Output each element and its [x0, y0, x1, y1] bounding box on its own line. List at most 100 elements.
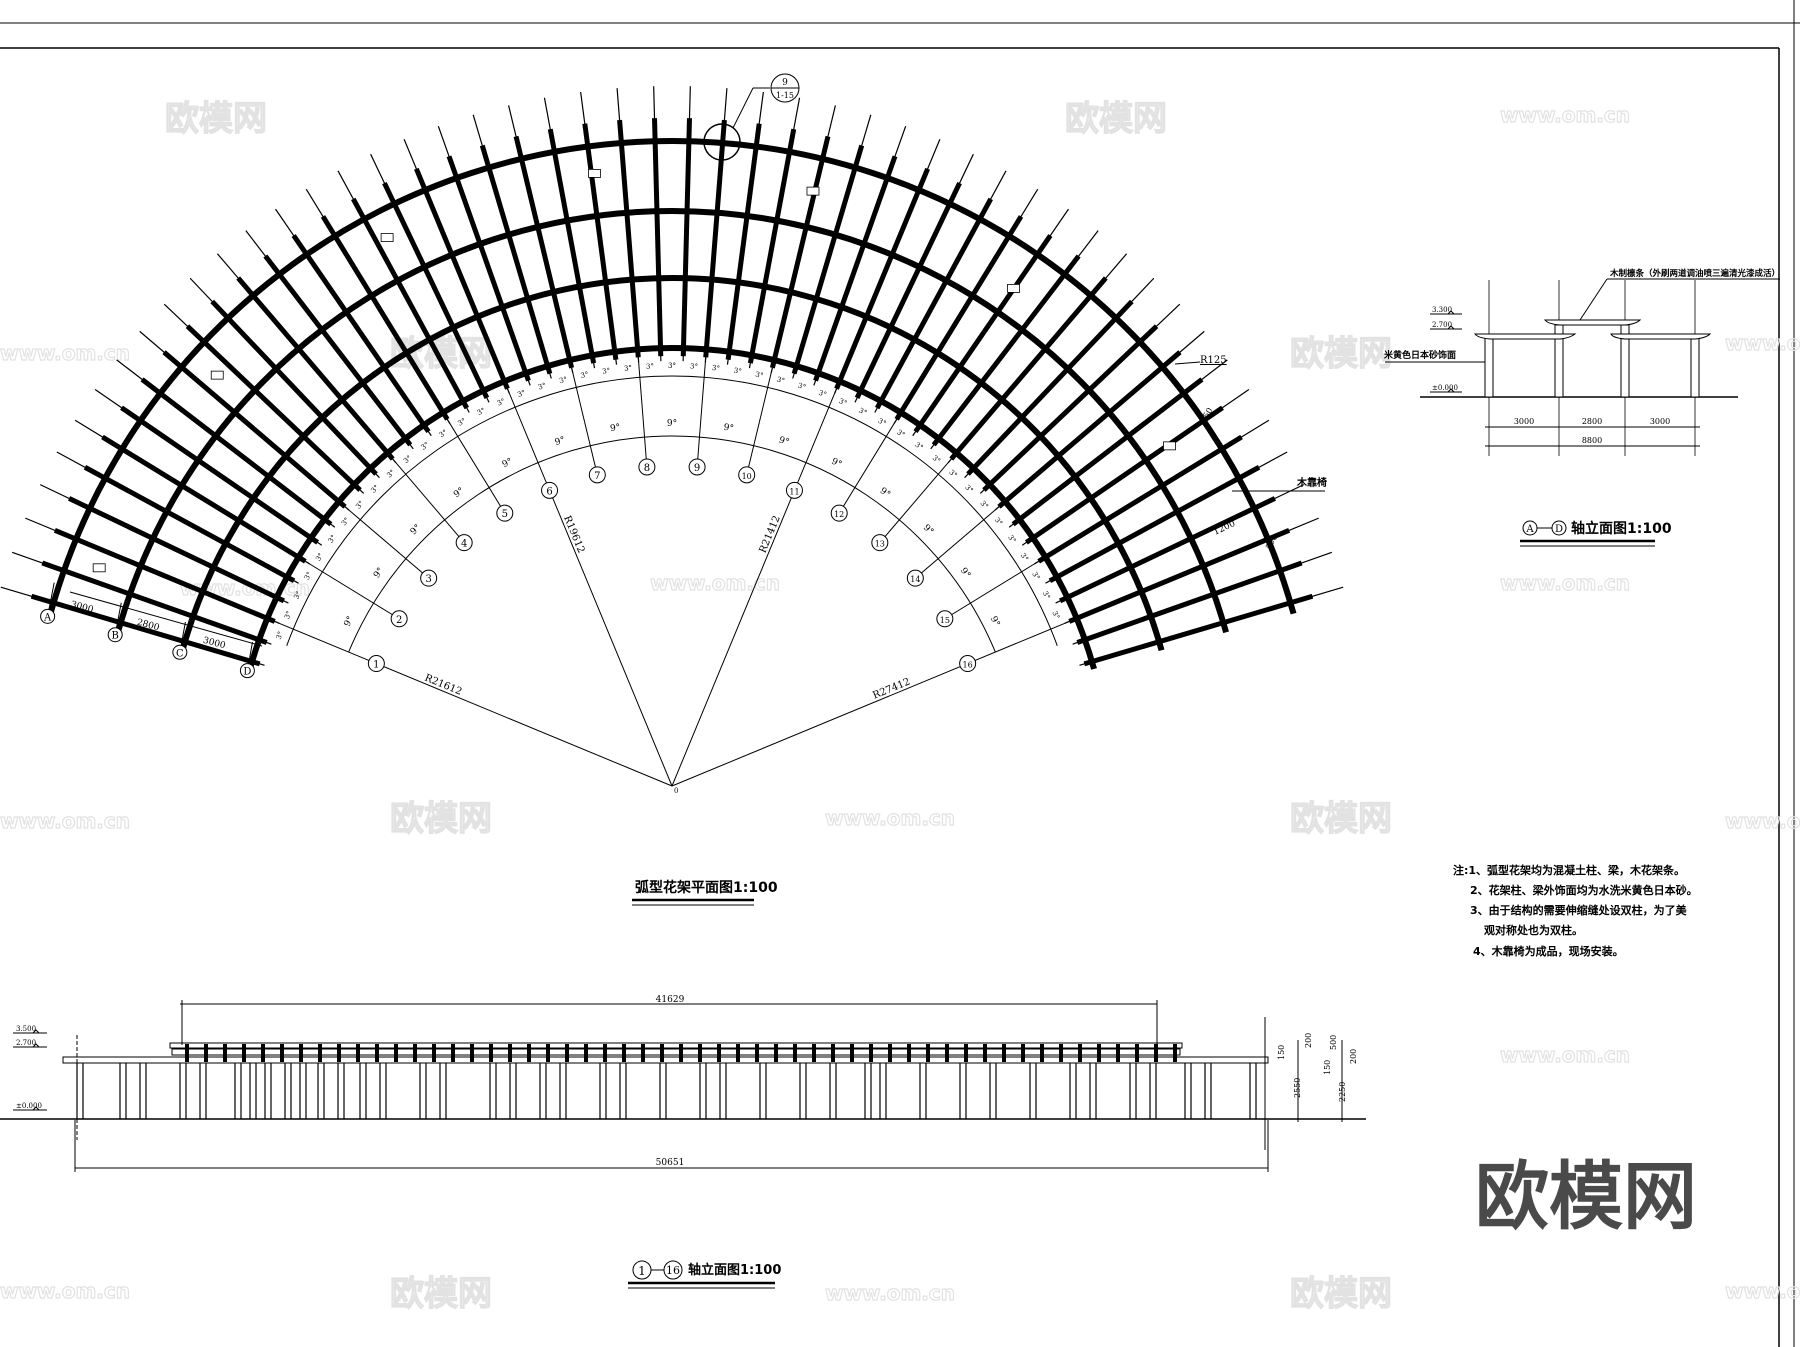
- purlin-end: [964, 1044, 968, 1062]
- elevation-a-d: 木制檩条（外刷两道调油喷三遍清光漆成活）米黄色日本砂饰面3.3002.700±0…: [1383, 268, 1780, 456]
- bench: [1163, 441, 1176, 451]
- column: [1554, 337, 1564, 398]
- watermark-logo: 欧模网: [390, 1274, 492, 1314]
- watermark-logo: 欧模网: [390, 799, 492, 839]
- ring-axis-label-A: A: [43, 612, 52, 623]
- bench: [588, 168, 601, 178]
- rafter: [120, 405, 320, 545]
- angle-label-9: 9°: [958, 566, 972, 580]
- ring-axis-circle-D: [239, 663, 255, 679]
- watermark-url: www.om.cn: [0, 809, 130, 833]
- axis-circle-14: [906, 569, 924, 587]
- plan-title-text: 弧型花架平面图1:100: [635, 879, 778, 896]
- angle-label-3: 3°: [420, 441, 431, 452]
- radius-label: R21612: [423, 673, 464, 698]
- purlin-end: [774, 1044, 778, 1062]
- purlin-end: [185, 1044, 189, 1062]
- purlin-end: [888, 1044, 892, 1062]
- angle-label-3: 3°: [755, 370, 764, 379]
- watermark-logo: 欧模网: [1290, 334, 1392, 374]
- rafter: [479, 144, 553, 375]
- level-label: ±0.000: [1432, 384, 1458, 392]
- purlin-end: [1154, 1044, 1158, 1062]
- axis-label-16: 16: [963, 661, 973, 670]
- angle-label-9: 9°: [409, 523, 423, 537]
- angle-label-3: 3°: [354, 499, 365, 510]
- axis-circle-6: [541, 481, 559, 499]
- purlin-end: [1097, 1044, 1101, 1062]
- purlin-end: [261, 1044, 265, 1062]
- rafter: [949, 276, 1108, 461]
- watermark-url: www.om.cn: [1500, 571, 1630, 595]
- angle-label-3: 3°: [602, 367, 611, 376]
- purlin-end: [375, 1044, 379, 1062]
- level-triangle: [32, 1029, 40, 1034]
- axis-line-1: [256, 613, 673, 787]
- angle-label-9: 9°: [921, 523, 935, 537]
- vert-dim-a: 200: [1304, 1033, 1313, 1048]
- angle-label-3: 3°: [646, 362, 654, 370]
- rafter: [513, 135, 575, 369]
- plan-title: 弧型花架平面图1:100: [632, 879, 778, 906]
- angle-label-9: 9°: [667, 419, 677, 429]
- angle-label-3: 3°: [283, 610, 294, 621]
- upper-beam-2: [171, 1048, 1181, 1056]
- rafter: [236, 276, 395, 461]
- vert-dim-b: 500: [1329, 1035, 1338, 1050]
- level-label: 2.700: [16, 1039, 36, 1047]
- axis-line-11: [671, 370, 845, 787]
- purlin-end: [565, 1044, 569, 1062]
- level-label: 3.500: [16, 1025, 36, 1033]
- bench-label: 木靠椅: [1296, 476, 1327, 489]
- purlin-end: [1002, 1044, 1006, 1062]
- leader-note: 木制檩条（外刷两道调油喷三遍清光漆成活）: [1609, 268, 1780, 279]
- rafter: [30, 593, 261, 667]
- ring-dim-line: [69, 591, 263, 647]
- rafter: [41, 560, 268, 645]
- purlin-end: [755, 1044, 759, 1062]
- rafter: [351, 197, 470, 410]
- leader: [1579, 278, 1608, 321]
- rafter: [1011, 377, 1204, 527]
- rafter: [703, 119, 727, 358]
- axis-line-14: [916, 493, 1015, 578]
- watermark-url: www.om.cn: [650, 571, 780, 595]
- rafter: [210, 299, 378, 476]
- axis-line-6: [499, 370, 673, 787]
- rafter: [834, 167, 930, 390]
- angle-label-3: 3°: [476, 406, 487, 417]
- purlin-end: [1078, 1044, 1082, 1062]
- purlin-end: [546, 1044, 550, 1062]
- upper-beam: [169, 1042, 1183, 1049]
- axis-line-16: [671, 613, 1088, 787]
- axis-label-9: 9: [694, 463, 700, 474]
- dim-label: 3000: [1514, 417, 1534, 426]
- axis-line-15: [946, 550, 1056, 619]
- axis-line-7: [566, 348, 598, 474]
- angle-label-3: 3°: [857, 406, 868, 417]
- purlin-end: [451, 1044, 455, 1062]
- rafter: [547, 128, 597, 364]
- purlin-end: [1135, 1044, 1139, 1062]
- detail-callout-top: 9: [782, 78, 788, 88]
- axis-label-1: 1: [373, 660, 379, 671]
- column: [1484, 337, 1494, 398]
- axis-label-15: 15: [940, 616, 950, 625]
- ring-beam-D: [247, 345, 1097, 670]
- axis-label-5: 5: [502, 509, 508, 520]
- axis-circle-11: [785, 481, 803, 499]
- angle-label-9: 9°: [777, 435, 790, 448]
- beam-upper: [1543, 319, 1642, 326]
- purlin-end: [660, 1044, 664, 1062]
- axis-label: D: [1555, 524, 1563, 535]
- axis-circle-4: [455, 534, 473, 552]
- purlin-end: [603, 1044, 607, 1062]
- watermarks: 欧模网欧模网欧模网欧模网欧模网欧模网欧模网欧模网www.om.cnwww.om.…: [0, 98, 1800, 1314]
- angle-label-3: 3°: [385, 468, 396, 479]
- angle-label-3: 3°: [402, 454, 413, 465]
- axis-line-10: [746, 348, 778, 474]
- rafter: [140, 377, 333, 527]
- notes: 注:1、弧型花架均为混凝土柱、梁，木花架条。 2、花架柱、梁外饰面均为水洗米黄色…: [1453, 863, 1698, 958]
- rafter: [1048, 465, 1261, 584]
- angle-label-3: 3°: [733, 367, 742, 376]
